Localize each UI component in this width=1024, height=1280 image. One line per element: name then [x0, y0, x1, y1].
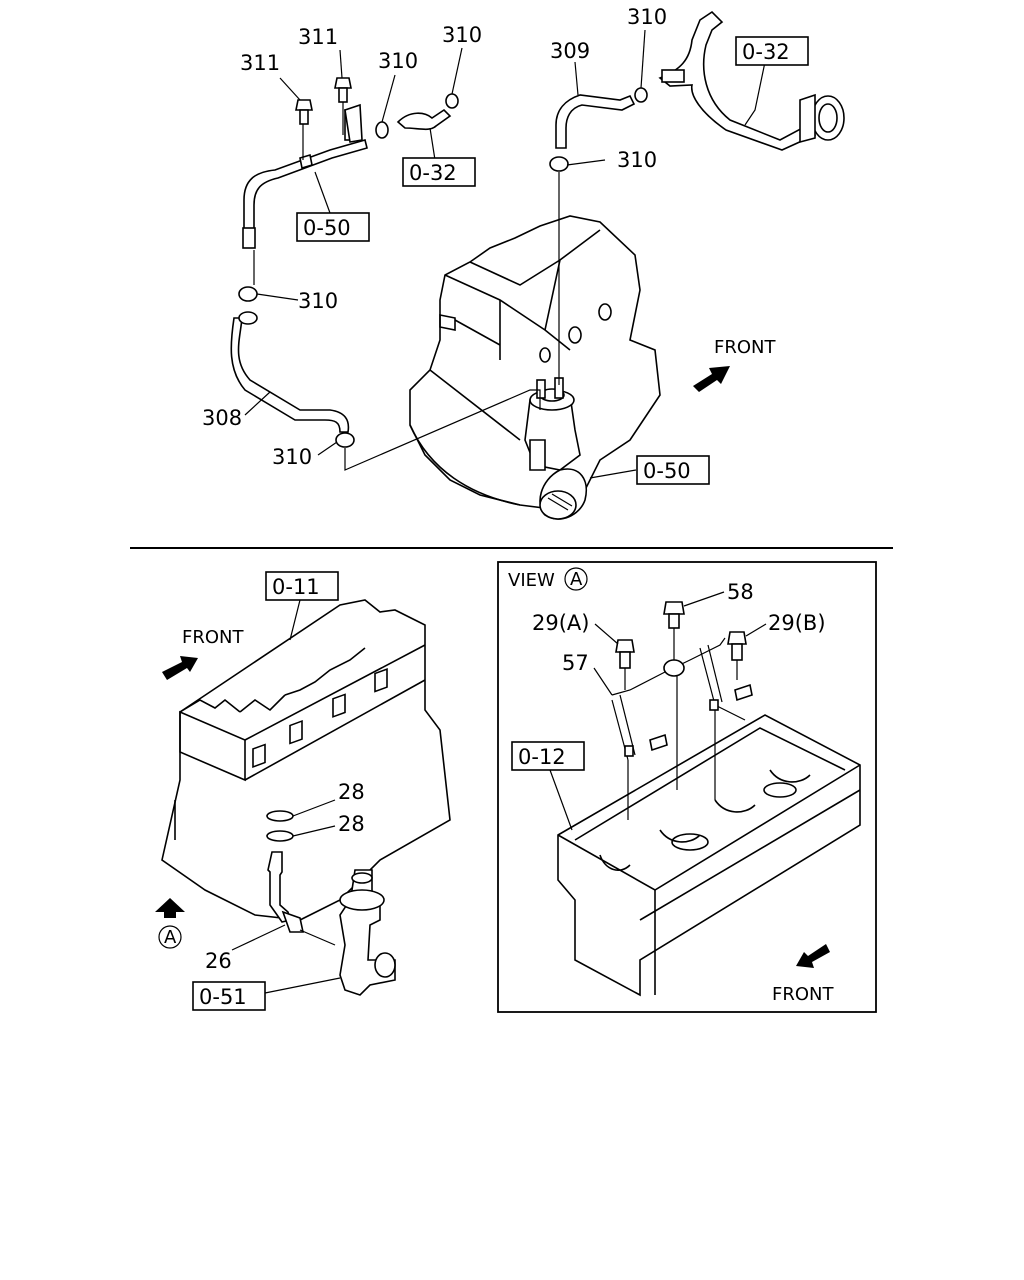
- callout-28-b: 28: [338, 812, 365, 836]
- ref-050-right: 0-50: [643, 459, 691, 483]
- callout-29b: 29(B): [768, 611, 826, 635]
- bolt-311-left: [295, 99, 313, 125]
- callout-29a: 29(A): [532, 611, 589, 635]
- oil-jet-pipes-57: [611, 637, 753, 761]
- ref-050-left: 0-50: [303, 216, 351, 240]
- bolt-58: [663, 601, 685, 677]
- ref-box-032-mid: [402, 157, 476, 187]
- view-a-frame: [497, 561, 877, 1013]
- bolt-29b: [727, 631, 747, 661]
- lower-left-section: FRONT A 28 28 26 0-11 0-51: [155, 571, 451, 1011]
- hose-032-mid: [396, 108, 452, 131]
- clamp-310-d: [549, 156, 569, 172]
- crankcase-block: [557, 714, 861, 997]
- pipe-032-top: [658, 10, 845, 151]
- lower-right-section: VIEW A: [497, 561, 877, 1013]
- front-label-lower-right: FRONT: [772, 984, 834, 1005]
- callout-310-e: 310: [298, 289, 338, 313]
- ref-box-011: [265, 571, 339, 601]
- ref-box-051: [192, 981, 266, 1011]
- front-arrow-lower-right: [796, 944, 830, 968]
- callout-309: 309: [550, 39, 590, 63]
- ref-051: 0-51: [199, 985, 247, 1009]
- front-label-upper: FRONT: [714, 337, 776, 358]
- view-a-circle-right: [564, 567, 588, 591]
- callout-311-right: 311: [298, 25, 338, 49]
- ref-box-012: [511, 741, 585, 771]
- ref-011: 0-11: [272, 575, 320, 599]
- ref-032-mid: 0-32: [409, 161, 457, 185]
- oil-cooler-housing: [524, 377, 587, 520]
- ref-032-top: 0-32: [742, 40, 790, 64]
- clamp-310-b: [445, 93, 459, 109]
- callout-28-a: 28: [338, 780, 365, 804]
- view-a-arrow: [155, 898, 185, 918]
- clamp-310-a: [375, 121, 389, 139]
- engine-block-upper: [409, 215, 661, 511]
- callout-308: 308: [202, 406, 242, 430]
- hose-309: [555, 94, 636, 149]
- ref-box-032-top: [735, 36, 809, 66]
- callout-310-a: 310: [378, 49, 418, 73]
- callout-311-left: 311: [240, 51, 280, 75]
- bolt-29a: [615, 639, 635, 669]
- view-a-marker-left: A: [164, 927, 177, 948]
- bolt-311-right: [334, 77, 352, 103]
- oring-28-a: [266, 810, 294, 822]
- view-a-marker-right: A: [570, 569, 583, 590]
- callout-57: 57: [562, 651, 589, 675]
- front-arrow-lower-left: [162, 656, 198, 680]
- upper-connector-lines: [244, 29, 766, 479]
- ref-012: 0-12: [518, 745, 566, 769]
- hose-308: [230, 311, 350, 433]
- front-arrow-upper: [693, 366, 730, 392]
- clamp-310-f: [335, 432, 355, 448]
- clamp-310-c: [634, 87, 648, 103]
- callout-310-c: 310: [627, 5, 667, 29]
- callout-58: 58: [727, 580, 754, 604]
- ref-box-050-right: [636, 455, 710, 485]
- callout-310-f: 310: [272, 445, 312, 469]
- upper-section: FRONT 311 311 310 310 310 310 310 310 30…: [202, 5, 845, 520]
- view-title: VIEW: [508, 570, 555, 591]
- ref-box-050-left: [296, 212, 370, 242]
- engine-block-lower-left: [161, 599, 451, 921]
- view-a-circle-left: [158, 925, 182, 949]
- pipe-26: [267, 851, 304, 933]
- callout-310-b: 310: [442, 23, 482, 47]
- clamp-310-e: [238, 286, 258, 302]
- oring-28-b: [266, 830, 294, 842]
- front-label-lower-left: FRONT: [182, 627, 244, 648]
- oil-cooler-unit-051: [339, 869, 396, 996]
- callout-26: 26: [205, 949, 232, 973]
- callout-310-d: 310: [617, 148, 657, 172]
